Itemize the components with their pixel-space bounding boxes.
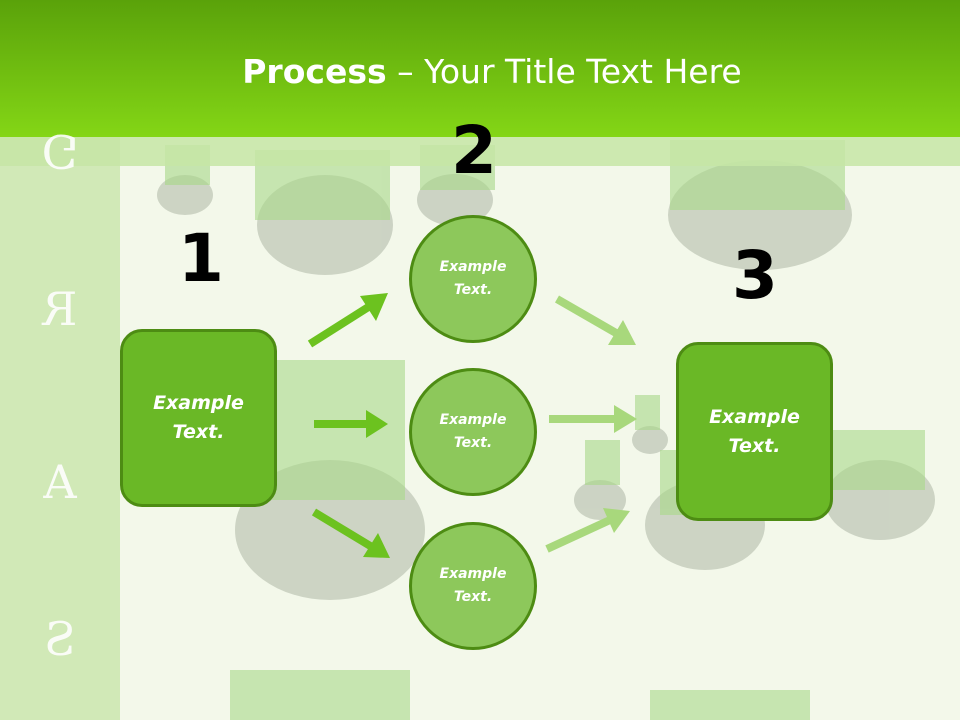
title-bar xyxy=(0,0,960,137)
slide-title: Process – Your Title Text Here xyxy=(0,52,960,91)
step-number-1: 1 xyxy=(178,220,224,297)
header-accent-strip xyxy=(0,137,960,166)
left-box-text: Example Text. xyxy=(153,392,244,443)
arrow-left-middle xyxy=(314,410,388,438)
step-number-3: 3 xyxy=(732,237,778,314)
arrow-left-down xyxy=(311,508,390,558)
circle-top: Example Text. xyxy=(409,215,537,343)
circle-middle: Example Text. xyxy=(409,368,537,496)
circle-middle-text: Example Text. xyxy=(439,412,507,451)
title-rest: – Your Title Text Here xyxy=(386,52,742,91)
arrow-right-up xyxy=(545,508,630,553)
side-letter-a: A xyxy=(43,455,77,509)
side-accent-strip xyxy=(0,137,120,720)
right-box-text: Example Text. xyxy=(709,405,800,457)
left-box: Example Text. xyxy=(120,329,277,507)
title-bold: Process xyxy=(242,52,387,91)
right-box: Example Text. xyxy=(676,342,833,521)
arrow-left-up xyxy=(307,293,388,348)
step-number-2: 2 xyxy=(451,112,497,189)
arrow-right-middle xyxy=(549,405,637,433)
circle-top-text: Example Text. xyxy=(439,259,507,298)
circle-bottom: Example Text. xyxy=(409,522,537,650)
arrow-right-down xyxy=(555,295,636,345)
circle-bottom-text: Example Text. xyxy=(439,566,507,605)
